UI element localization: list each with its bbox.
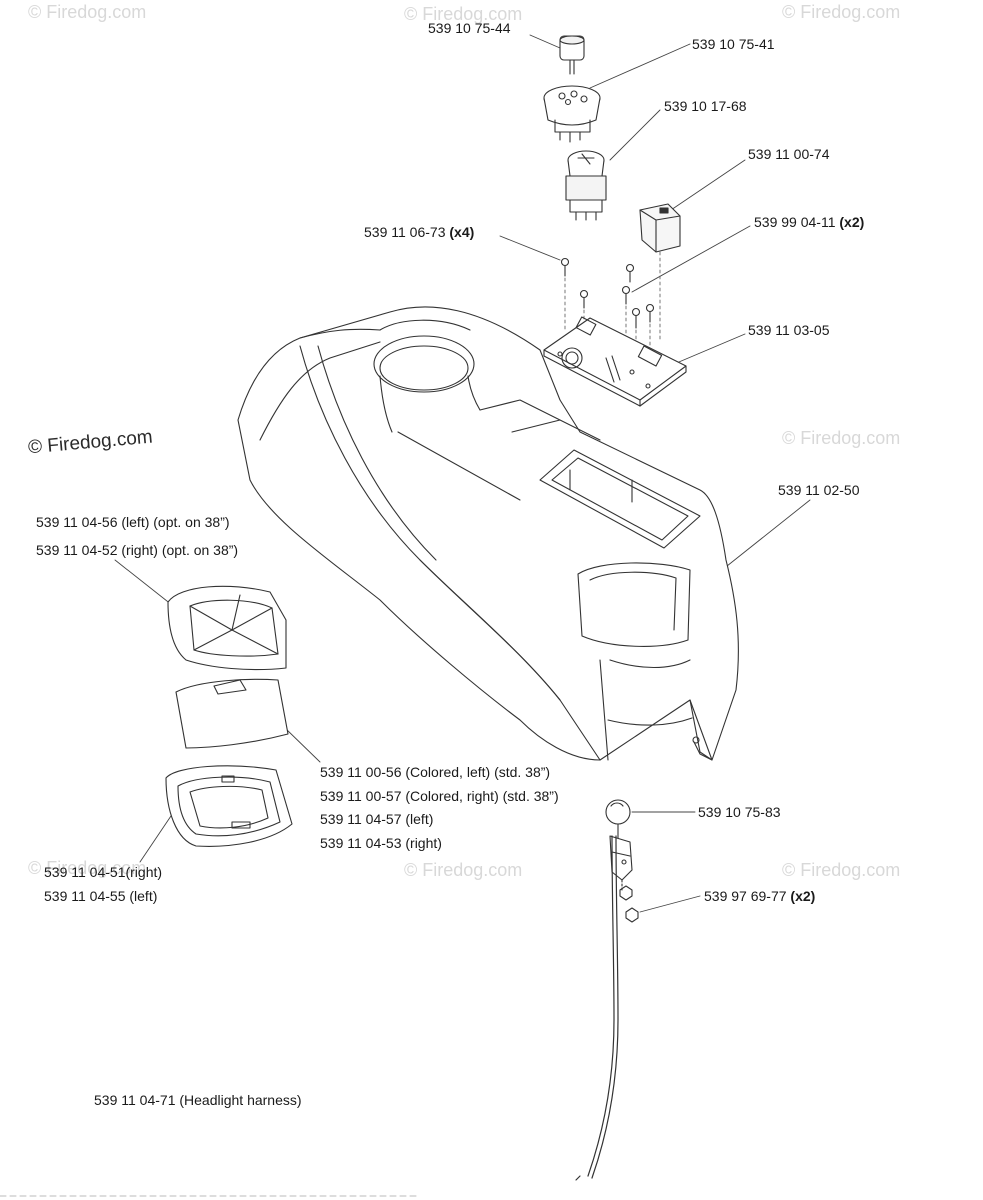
part-label-539-11-04-71: 539 11 04-71 (Headlight harness) — [94, 1092, 302, 1108]
part-label-539-11-04-51: 539 11 04-51(right) — [44, 864, 163, 880]
hour-meter-part — [639, 203, 681, 253]
screws — [560, 257, 655, 329]
headlight-harness-cable — [575, 835, 619, 1181]
part-label-539-10-75-41: 539 10 75-41 — [692, 36, 775, 52]
headlight-frame-part — [165, 765, 293, 847]
watermark: © Firedog.com — [782, 428, 901, 448]
part-label-539-11-04-55: 539 11 04-55 (left) — [44, 888, 158, 904]
headlight-lens-part — [175, 678, 289, 749]
part-label-539-11-04-52: 539 11 04-52 (right) (opt. on 38”) — [36, 542, 239, 558]
part-label-539-10-17-68: 539 10 17-68 — [664, 98, 747, 114]
mounting-plate-part — [543, 316, 687, 407]
quantity-badge: (x2) — [790, 888, 816, 904]
part-label-539-11-00-57: 539 11 00-57 (Colored, right) (std. 38”) — [320, 788, 559, 804]
watermark: © Firedog.com — [782, 860, 901, 880]
watermark: © Firedog.com — [28, 2, 147, 22]
part-label-539-11-02-50: 539 11 02-50 — [778, 482, 860, 498]
console-body-part — [237, 306, 739, 761]
part-label-539-99-04-11: 539 99 04-11 (x2) — [754, 214, 865, 230]
quantity-badge: (x4) — [449, 224, 475, 240]
part-label-539-11-04-53: 539 11 04-53 (right) — [320, 835, 442, 851]
throttle-knob-part — [605, 799, 633, 881]
part-label-539-11-04-57: 539 11 04-57 (left) — [320, 811, 434, 827]
headlight-bezel-part — [167, 585, 287, 671]
part-label-539-97-69-77: 539 97 69-77 (x2) — [704, 888, 816, 904]
watermark: © Firedog.com — [404, 860, 523, 880]
watermark: © Firedog.com — [28, 858, 147, 878]
nut-parts — [619, 879, 639, 923]
part-label-539-11-00-56: 539 11 00-56 (Colored, left) (std. 38”) — [320, 764, 551, 780]
part-label-539-10-75-83: 539 10 75-83 — [698, 804, 781, 820]
part-label-539-10-75-44: 539 10 75-44 — [428, 20, 511, 36]
watermark: © Firedog.com — [404, 4, 523, 24]
part-label-539-11-00-74: 539 11 00-74 — [748, 146, 830, 162]
part-label-539-11-06-73: 539 11 06-73 (x4) — [364, 224, 475, 240]
part-label-539-11-03-05: 539 11 03-05 — [748, 322, 830, 338]
pto-switch-part — [565, 150, 607, 221]
watermark: © Firedog.com — [782, 2, 901, 22]
part-label-539-11-04-56: 539 11 04-56 (left) (opt. on 38”) — [36, 514, 230, 530]
knob-part — [559, 35, 585, 75]
ignition-switch-part — [543, 85, 601, 143]
quantity-badge: (x2) — [839, 214, 865, 230]
